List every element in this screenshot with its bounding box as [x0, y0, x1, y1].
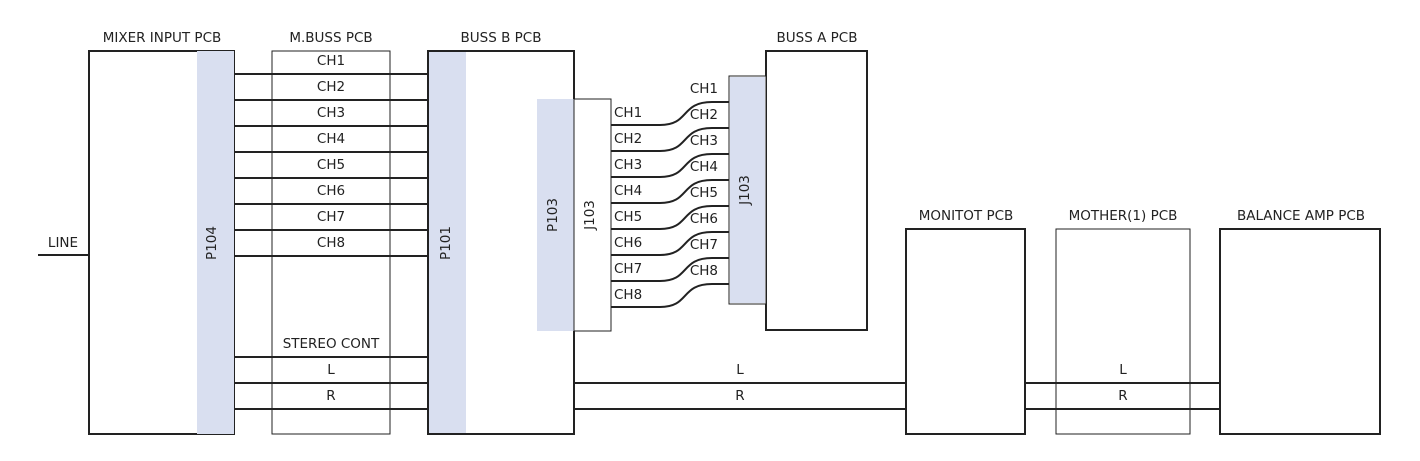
mbuss-r-label: R [326, 388, 335, 404]
balance-amp-pcb-label: BALANCE AMP PCB [1237, 208, 1365, 224]
buss-b-side-channel-label: CH5 [614, 209, 642, 225]
buss-b-side-channel-label: CH6 [614, 235, 642, 251]
buss-b-side-channel-label: CH7 [614, 261, 642, 277]
mixer-input-pcb-label: MIXER INPUT PCB [103, 30, 222, 46]
j103-right-fill [730, 77, 765, 303]
mbuss-channel-label: CH5 [317, 157, 345, 173]
mbuss-channel-label: CH6 [317, 183, 345, 199]
mbuss-pcb [271, 50, 391, 435]
j103-right-label: J103 [737, 175, 753, 206]
mbuss-channel-label: CH8 [317, 235, 345, 251]
mbuss-channel-label: CH1 [317, 53, 345, 69]
mbuss-channel-label: CH2 [317, 79, 345, 95]
monitor-pcb-label: MONITOT PCB [919, 208, 1014, 224]
cable-ch-wire [611, 153, 729, 178]
balance-amp-pcb [1219, 228, 1381, 435]
stereo-cont-label: STEREO CONT [283, 336, 380, 352]
mother-pcb [1055, 228, 1191, 435]
mbuss-pcb-label: M.BUSS PCB [289, 30, 372, 46]
buss-b-side-channel-label: CH4 [614, 183, 642, 199]
p104-connector [197, 51, 234, 434]
mbuss-l-label: L [327, 362, 335, 378]
buss-a-pcb-label: BUSS A PCB [777, 30, 858, 46]
p104-label: P104 [204, 226, 220, 260]
line-label: LINE [48, 235, 78, 251]
buss-b-pcb-label: BUSS B PCB [461, 30, 542, 46]
cable-ch-wire [611, 283, 729, 308]
p103-label: P103 [545, 198, 561, 232]
cable-wires [611, 101, 729, 308]
mother-r-label: R [1118, 388, 1127, 404]
p103-connector [537, 99, 574, 331]
buss-a-side-channel-label: CH2 [690, 107, 718, 123]
buss-b-r-label: R [735, 388, 744, 404]
cable-ch-wire [611, 127, 729, 152]
buss-b-side-channel-label: CH8 [614, 287, 642, 303]
buss-a-side-channel-label: CH1 [690, 81, 718, 97]
buss-a-side-channel-label: CH3 [690, 133, 718, 149]
buss-a-side-channel-label: CH6 [690, 211, 718, 227]
buss-b-side-channel-label: CH3 [614, 157, 642, 173]
mbuss-channel-label: CH4 [317, 131, 345, 147]
buss-a-side-channel-label: CH7 [690, 237, 718, 253]
monitor-pcb [905, 228, 1026, 435]
j103-left-connector [573, 98, 612, 332]
buss-b-l-label: L [736, 362, 744, 378]
cable-ch-wire [611, 179, 729, 204]
mother-l-label: L [1119, 362, 1127, 378]
buss-a-side-channel-label: CH8 [690, 263, 718, 279]
buss-a-side-channel-label: CH5 [690, 185, 718, 201]
p101-label: P101 [438, 226, 454, 260]
buss-a-pcb [765, 50, 868, 331]
mbuss-channel-label: CH3 [317, 105, 345, 121]
cable-ch-wire [611, 257, 729, 282]
cable-ch-wire [611, 101, 729, 126]
buss-b-side-channel-label: CH1 [614, 105, 642, 121]
mbuss-channel-wires [234, 73, 428, 257]
cable-ch-wire [611, 205, 729, 230]
j103-left-label: J103 [582, 200, 598, 231]
buss-a-side-channel-label: CH4 [690, 159, 718, 175]
mother-pcb-label: MOTHER(1) PCB [1069, 208, 1178, 224]
p101-connector [429, 52, 466, 433]
cable-ch-wire [611, 231, 729, 256]
mbuss-channel-label: CH7 [317, 209, 345, 225]
buss-b-side-channel-label: CH2 [614, 131, 642, 147]
